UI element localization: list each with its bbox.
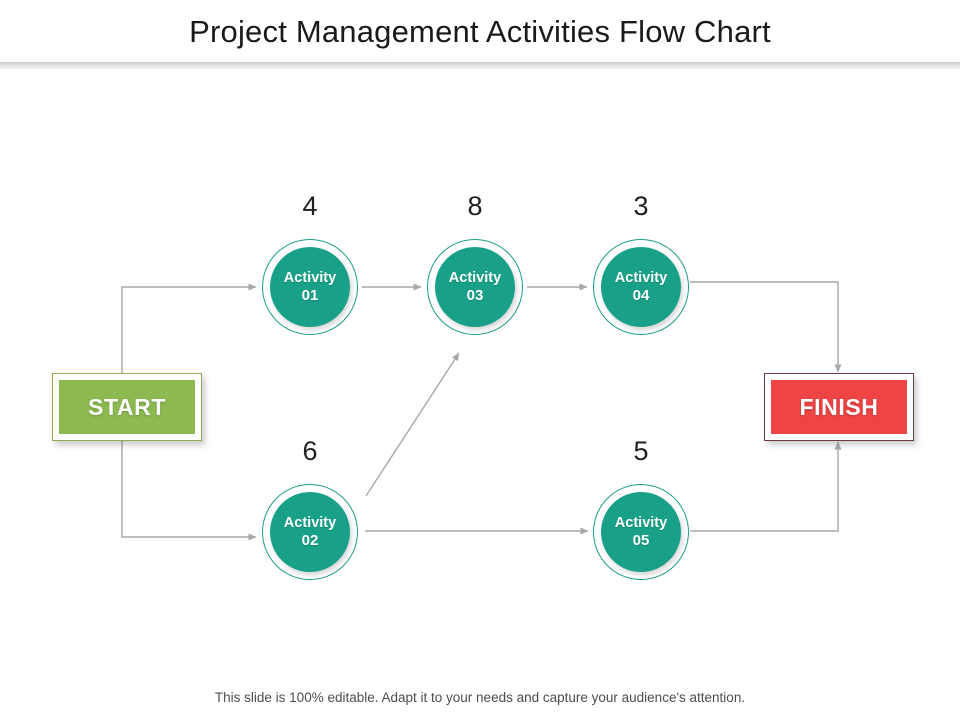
node-label-line2-activity-03: 03 xyxy=(466,287,484,304)
node-label-line1-activity-04: Activity xyxy=(614,270,668,286)
node-number-activity-04: 3 xyxy=(633,191,649,221)
node-label-line1-activity-05: Activity xyxy=(614,515,668,531)
node-activity-03[interactable]: 8 Activity 03 xyxy=(427,191,523,335)
node-disc-activity-02: Activity 02 xyxy=(270,492,350,572)
node-label-line1-activity-02: Activity xyxy=(283,515,337,531)
node-label-line2-activity-02: 02 xyxy=(301,532,319,549)
node-number-activity-02: 6 xyxy=(302,436,318,466)
start-terminator[interactable]: START xyxy=(52,373,202,441)
node-activity-05[interactable]: 5 Activity 05 xyxy=(593,436,689,580)
node-label-line2-activity-01: 01 xyxy=(301,287,319,304)
page-title: Project Management Activities Flow Chart xyxy=(189,14,771,49)
node-activity-04[interactable]: 3 Activity 04 xyxy=(593,191,689,335)
node-number-activity-03: 8 xyxy=(467,191,483,221)
title-divider xyxy=(0,62,960,69)
node-label-line2-activity-04: 04 xyxy=(632,287,650,304)
node-disc-activity-05: Activity 05 xyxy=(601,492,681,572)
footer-note: This slide is 100% editable. Adapt it to… xyxy=(214,690,746,705)
connector-start-to-activity01 xyxy=(121,283,257,390)
finish-label: FINISH xyxy=(771,380,907,434)
node-label-line2-activity-05: 05 xyxy=(632,532,650,549)
node-disc-activity-01: Activity 01 xyxy=(270,247,350,327)
connector-activity02-to-activity03 xyxy=(365,352,460,497)
node-number-activity-05: 5 xyxy=(633,436,649,466)
connector-activity04-to-finish xyxy=(690,281,842,373)
node-disc-activity-03: Activity 03 xyxy=(435,247,515,327)
connector-activity05-to-finish xyxy=(690,441,842,532)
node-disc-activity-04: Activity 04 xyxy=(601,247,681,327)
node-number-activity-01: 4 xyxy=(302,191,318,221)
start-label: START xyxy=(59,380,195,434)
node-label-line1-activity-01: Activity xyxy=(283,270,337,286)
node-activity-02[interactable]: 6 Activity 02 xyxy=(262,436,358,580)
finish-terminator[interactable]: FINISH xyxy=(764,373,914,441)
node-label-line1-activity-03: Activity xyxy=(448,270,502,286)
connector-start-to-activity02 xyxy=(121,424,257,541)
node-activity-01[interactable]: 4 Activity 01 xyxy=(262,191,358,335)
